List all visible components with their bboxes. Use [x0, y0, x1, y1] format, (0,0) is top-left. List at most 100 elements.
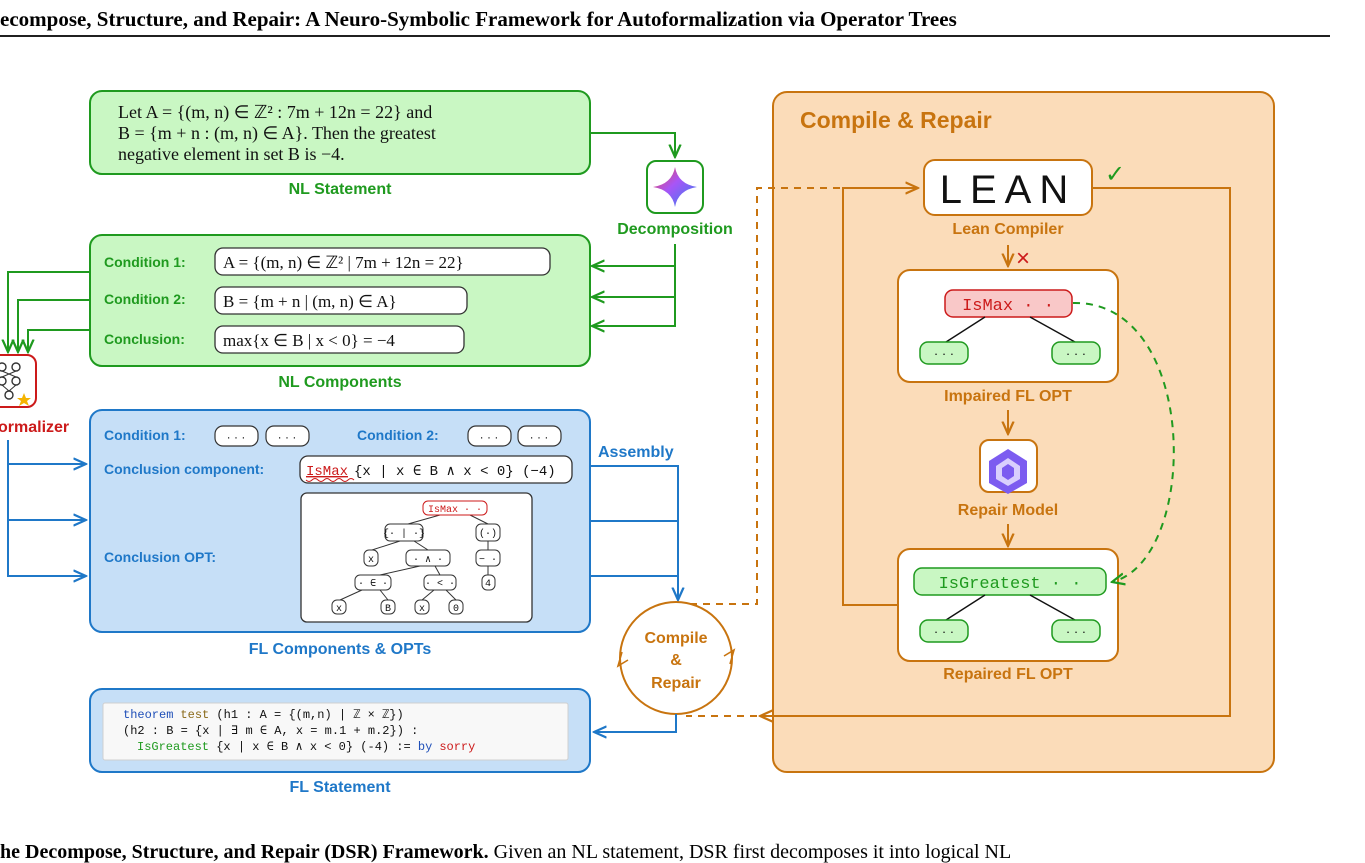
opt-paren-text: (·) — [479, 528, 497, 540]
repaired-child-right — [1051, 619, 1101, 643]
paper-title: ecompose, Structure, and Repair: A Neuro… — [0, 7, 957, 31]
formalizer-to-opt-lower-arrow — [7, 518, 86, 576]
nl-cond2-expr: B = {m + n | (m, n) ∈ A} — [223, 292, 397, 311]
fl-code-block — [102, 702, 569, 761]
lean-logo: LEAN — [940, 168, 1077, 212]
opt-lt-node — [423, 574, 457, 591]
opt-x3-text: x — [419, 604, 425, 615]
assembly-label: Assembly — [598, 444, 674, 461]
nl-statement-line3: negative element in set B is −4. — [118, 144, 345, 164]
opt-set-text: {· | ·} — [383, 528, 425, 540]
cross-icon: × — [1016, 245, 1030, 272]
cycle-arrow-right — [723, 648, 736, 665]
nl-cond1-label: Condition 1: — [104, 254, 186, 270]
repair-model-label: Repair Model — [958, 502, 1058, 519]
check-icon: ✓ — [1105, 161, 1125, 188]
figure-caption: he Decompose, Structure, and Repair (DSR… — [0, 841, 1011, 863]
nl-components-label: NL Components — [278, 374, 401, 391]
nl-cond2-expr-box — [214, 286, 468, 315]
fl-conclusion-component-label: Conclusion component: — [104, 461, 264, 477]
opt-set-node — [384, 523, 424, 542]
nl-conclusion-label: Conclusion: — [104, 331, 185, 347]
impaired-to-repaired-dashed — [1072, 301, 1175, 582]
opt-zero-text: 0 — [453, 604, 459, 615]
opt-zero-node — [448, 599, 464, 615]
opt-b-node — [380, 599, 396, 615]
lean-compiler-label: Lean Compiler — [952, 221, 1063, 238]
repaired-edge-left — [945, 594, 986, 621]
nl-cond2-label: Condition 2: — [104, 291, 186, 307]
fl-conclusion-opt-label: Conclusion OPT: — [104, 549, 216, 565]
opt-neg-text: − · — [479, 555, 497, 566]
fl-cond2-dots-b-text: · · · — [530, 430, 549, 444]
theorem-name: test — [180, 708, 209, 722]
repaired-opt-label: Repaired FL OPT — [943, 666, 1073, 683]
repaired-child-right-text: · · · — [1066, 624, 1086, 639]
nl-cond1-expr: A = {(m, n) ∈ ℤ² | 7m + 12n = 22} — [223, 253, 464, 272]
opt-and-text: · ∧ · — [413, 555, 443, 566]
nl-cond1-expr-box — [214, 247, 551, 276]
opt-and-node — [405, 549, 451, 567]
fl-conclusion-component-expr: IsMax{x | x ∈ B ∧ x < 0} (−4) — [306, 464, 556, 480]
fl-code-line1-rest: (h1 : A = {(m,n) | ℤ × ℤ}) — [209, 708, 403, 722]
isgreatest-op: IsGreatest — [137, 740, 209, 754]
fl-cond1-dots-b-text: · · · — [278, 430, 297, 444]
opt-four-node — [481, 574, 496, 591]
opt-lt-text: · < · — [425, 579, 455, 590]
fl-code-line1: theorem test (h1 : A = {(m,n) | ℤ × ℤ}) — [123, 708, 404, 722]
cond2-to-formalizer-arrow — [18, 299, 90, 352]
repaired-child-left — [919, 619, 969, 643]
fl-cond1-dots-a — [214, 425, 259, 447]
decomp-to-cond1-arrow — [592, 244, 676, 266]
opt-paren-node — [475, 523, 501, 542]
cycle-arrow-left — [616, 651, 629, 668]
fl-code-line3-rest: {x | x ∈ B ∧ x < 0} (-4) := — [209, 740, 418, 754]
opt-tree — [339, 514, 489, 601]
kw-theorem: theorem — [123, 708, 173, 722]
opt-root-text: IsMax · · — [428, 505, 482, 516]
opt-mem-text: · ∈ · — [358, 579, 388, 590]
fl-cond1-dots-b — [265, 425, 310, 447]
opt-x1-node — [363, 549, 379, 567]
formalizer-icon — [0, 354, 37, 408]
impaired-root-text: IsMax · · — [962, 297, 1054, 316]
assembly-arrow-1 — [590, 465, 678, 600]
statement-to-decomposition-arrow — [590, 132, 675, 157]
fl-cond2-label: Condition 2: — [357, 427, 439, 443]
compile-repair-title: Compile & Repair — [800, 107, 992, 133]
compile-repair-node-line2: & — [670, 652, 682, 669]
fl-cond2-dots-b — [517, 425, 562, 447]
repaired-root-node — [913, 567, 1107, 596]
decomposition-label: Decomposition — [617, 221, 733, 238]
decomp-to-conclusion-arrow — [592, 295, 676, 326]
opt-x3-node — [414, 599, 430, 615]
fl-cond2-dots-a-text: · · · — [480, 430, 499, 444]
repaired-root-text: IsGreatest · · — [939, 575, 1082, 594]
impaired-child-left — [919, 341, 969, 365]
caption-rest: Given an NL statement, DSR first decompo… — [489, 841, 1012, 863]
nl-statement-line2: B = {m + n : (m, n) ∈ A}. Then the great… — [118, 123, 436, 144]
lean-to-output-line — [760, 187, 1231, 716]
node-to-fl-statement-arrow — [594, 714, 677, 732]
conclusion-to-formalizer-arrow — [28, 329, 90, 352]
fl-conclusion-component-box — [299, 455, 573, 484]
opt-x1-text: x — [368, 555, 374, 566]
opt-root-node — [422, 500, 488, 516]
formalizer-to-opt-arrow — [7, 462, 86, 520]
opt-x2-text: x — [336, 604, 342, 615]
fl-statement-label: FL Statement — [289, 779, 391, 796]
nl-conclusion-expr-box — [214, 325, 465, 354]
impaired-child-right — [1051, 341, 1101, 365]
impaired-opt-label: Impaired FL OPT — [944, 388, 1072, 405]
impaired-opt-box — [897, 269, 1119, 383]
formalizer-to-component-arrow — [7, 440, 86, 464]
fl-cond1-dots-a-text: · · · — [227, 430, 246, 444]
decomposition-icon — [646, 160, 704, 214]
repair-model-icon — [979, 439, 1038, 494]
fl-components-label: FL Components & OPTs — [249, 641, 432, 658]
fl-conclusion-op: IsMax — [306, 464, 348, 480]
repaired-child-left-text: · · · — [934, 624, 954, 639]
repaired-edge-right — [1029, 594, 1076, 621]
impaired-edge-right — [1029, 316, 1076, 343]
